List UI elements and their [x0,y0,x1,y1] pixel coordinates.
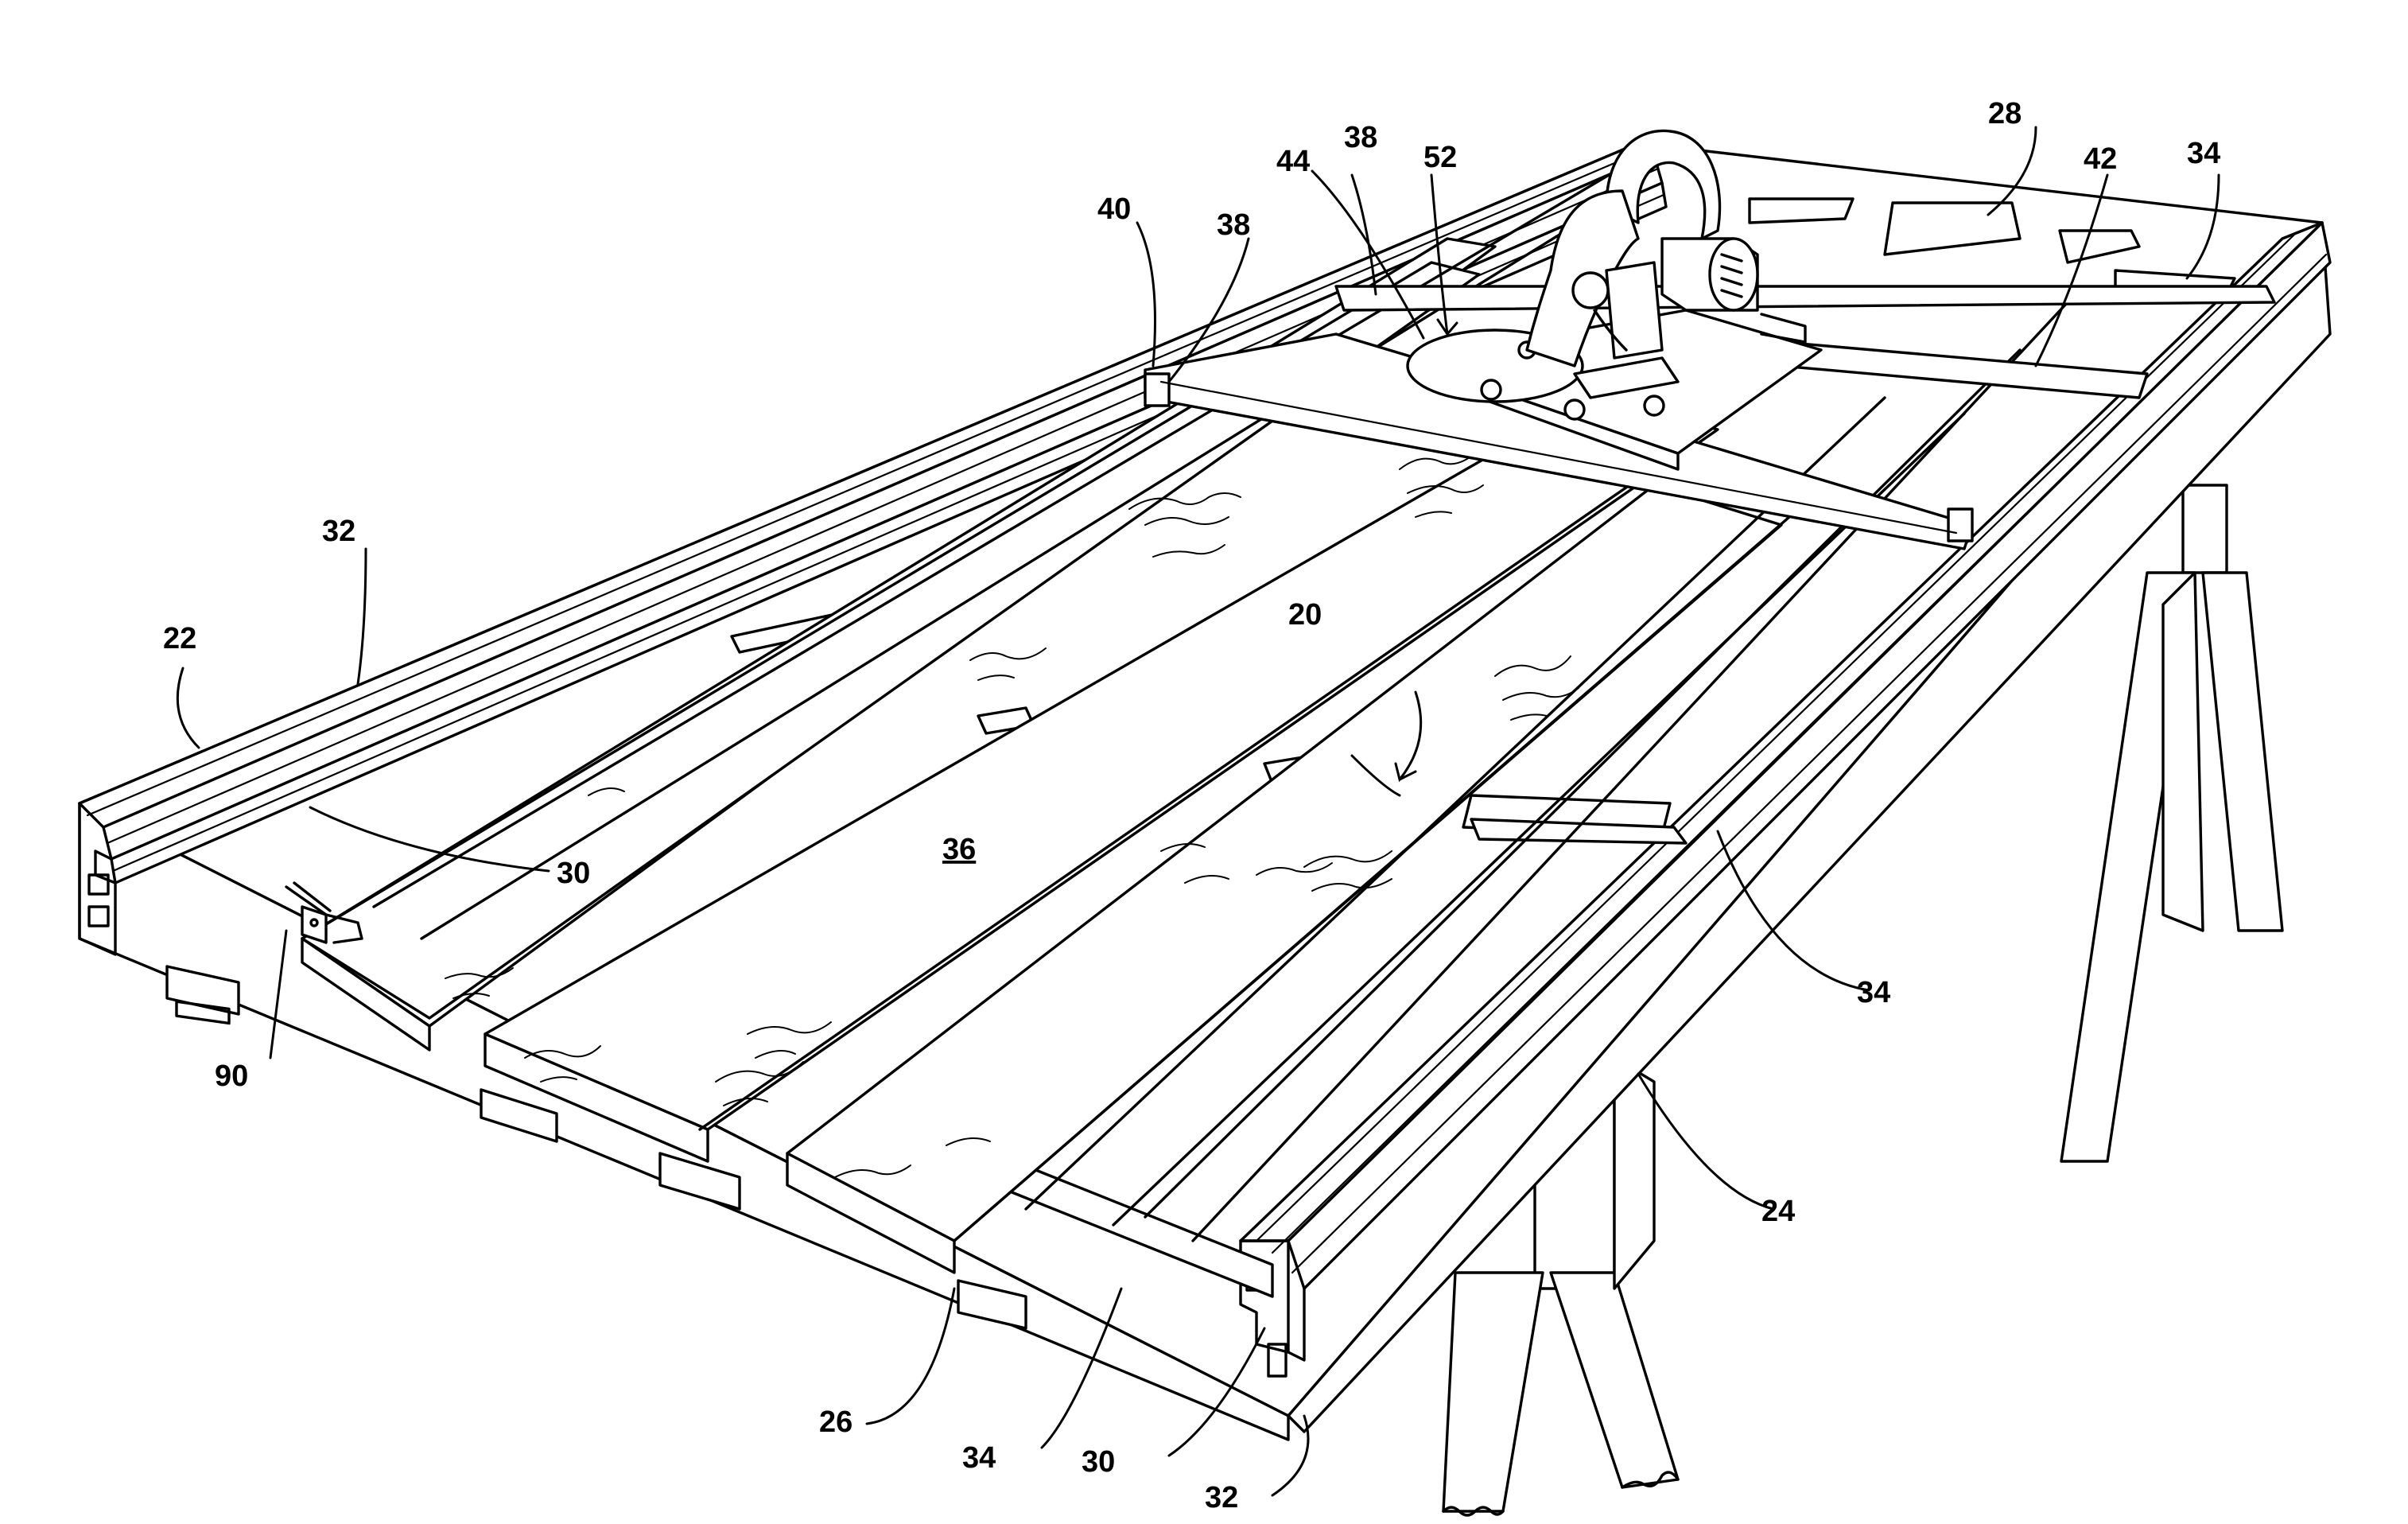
label-20: 20 [1288,598,1322,632]
label-90: 90 [215,1059,248,1093]
label-34-right-mid: 34 [1857,976,1890,1009]
label-40: 40 [1097,192,1131,226]
label-32-front: 32 [1205,1481,1238,1514]
label-44: 44 [1276,145,1310,178]
label-34-top: 34 [2187,137,2220,170]
label-28: 28 [1988,97,2022,130]
label-38-top: 38 [1344,121,1377,154]
label-52: 52 [1423,141,1457,174]
label-30-left: 30 [557,857,590,890]
label-42: 42 [2084,142,2117,176]
label-30-front: 30 [1082,1445,1115,1479]
label-34-front: 34 [962,1441,996,1475]
label-38-left: 38 [1217,208,1250,242]
label-24: 24 [1761,1195,1795,1228]
label-26: 26 [819,1405,853,1439]
label-32-left: 32 [322,515,355,548]
label-36: 36 [942,833,976,866]
label-22: 22 [163,622,196,655]
